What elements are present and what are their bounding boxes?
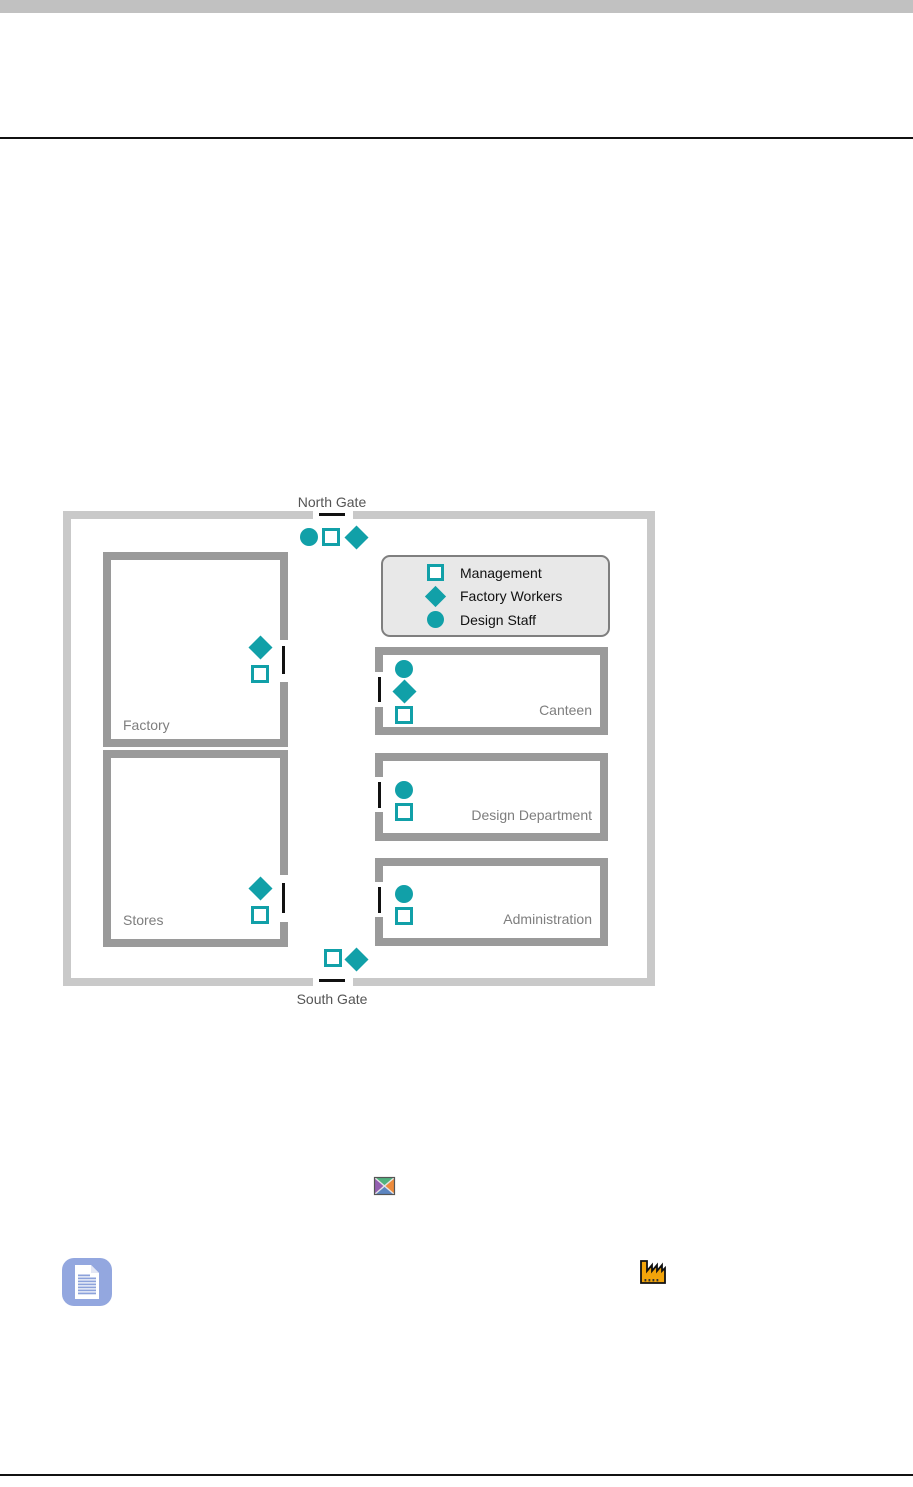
- legend-design-staff-symbol: [423, 611, 447, 628]
- legend-management-label: Management: [460, 564, 542, 581]
- design-department-label: Design Department: [471, 807, 592, 823]
- factory-management-symbol: [251, 665, 269, 683]
- design-department-management-symbol: [395, 803, 413, 821]
- canteen-label: Canteen: [539, 702, 592, 718]
- header-rule: [0, 137, 913, 139]
- page-top-bar: [0, 0, 913, 13]
- site-boundary: [63, 511, 655, 986]
- legend-item-management: Management: [383, 562, 608, 584]
- canteen-door-marker: [378, 677, 381, 702]
- south-gate-opening: [313, 978, 353, 986]
- canteen-design-staff-symbol: [395, 660, 413, 678]
- administration-management-symbol: [395, 907, 413, 925]
- management-square-icon: [426, 564, 444, 581]
- footer-rule: [0, 1474, 913, 1476]
- north-gate-management-symbol: [322, 528, 340, 546]
- north-gate-design-staff-symbol: [300, 528, 318, 546]
- north-gate-label: North Gate: [297, 494, 367, 510]
- legend-management-symbol: [423, 564, 447, 581]
- stores-label: Stores: [123, 912, 164, 928]
- factory-label: Factory: [123, 717, 170, 733]
- stores-door-marker: [282, 883, 285, 913]
- factory-icon: [638, 1257, 668, 1285]
- south-gate-management-symbol: [324, 949, 342, 967]
- quad-triangle-icon: [373, 1176, 396, 1196]
- legend-item-factory-workers: Factory Workers: [383, 585, 608, 607]
- design-department-design-staff-symbol: [395, 781, 413, 799]
- north-gate-marker: [319, 513, 345, 516]
- canteen-management-symbol: [395, 706, 413, 724]
- legend-factory-workers-symbol: [423, 585, 447, 607]
- administration-door-marker: [378, 887, 381, 913]
- room-administration: [375, 858, 608, 946]
- room-design-department: [375, 753, 608, 841]
- legend: Management Factory Workers Design Staff: [381, 555, 610, 637]
- factory-door-marker: [282, 646, 285, 674]
- administration-label: Administration: [503, 911, 592, 927]
- factory-workers-diamond-icon: [424, 585, 446, 607]
- legend-design-staff-label: Design Staff: [460, 611, 537, 628]
- legend-factory-workers-label: Factory Workers: [460, 588, 563, 604]
- document-icon: [62, 1258, 112, 1306]
- legend-item-design-staff: Design Staff: [383, 609, 608, 631]
- design-department-door-marker: [378, 782, 381, 808]
- administration-design-staff-symbol: [395, 885, 413, 903]
- south-gate-marker: [319, 979, 345, 982]
- south-gate-label: South Gate: [296, 991, 368, 1007]
- stores-management-symbol: [251, 906, 269, 924]
- design-staff-circle-icon: [426, 611, 444, 628]
